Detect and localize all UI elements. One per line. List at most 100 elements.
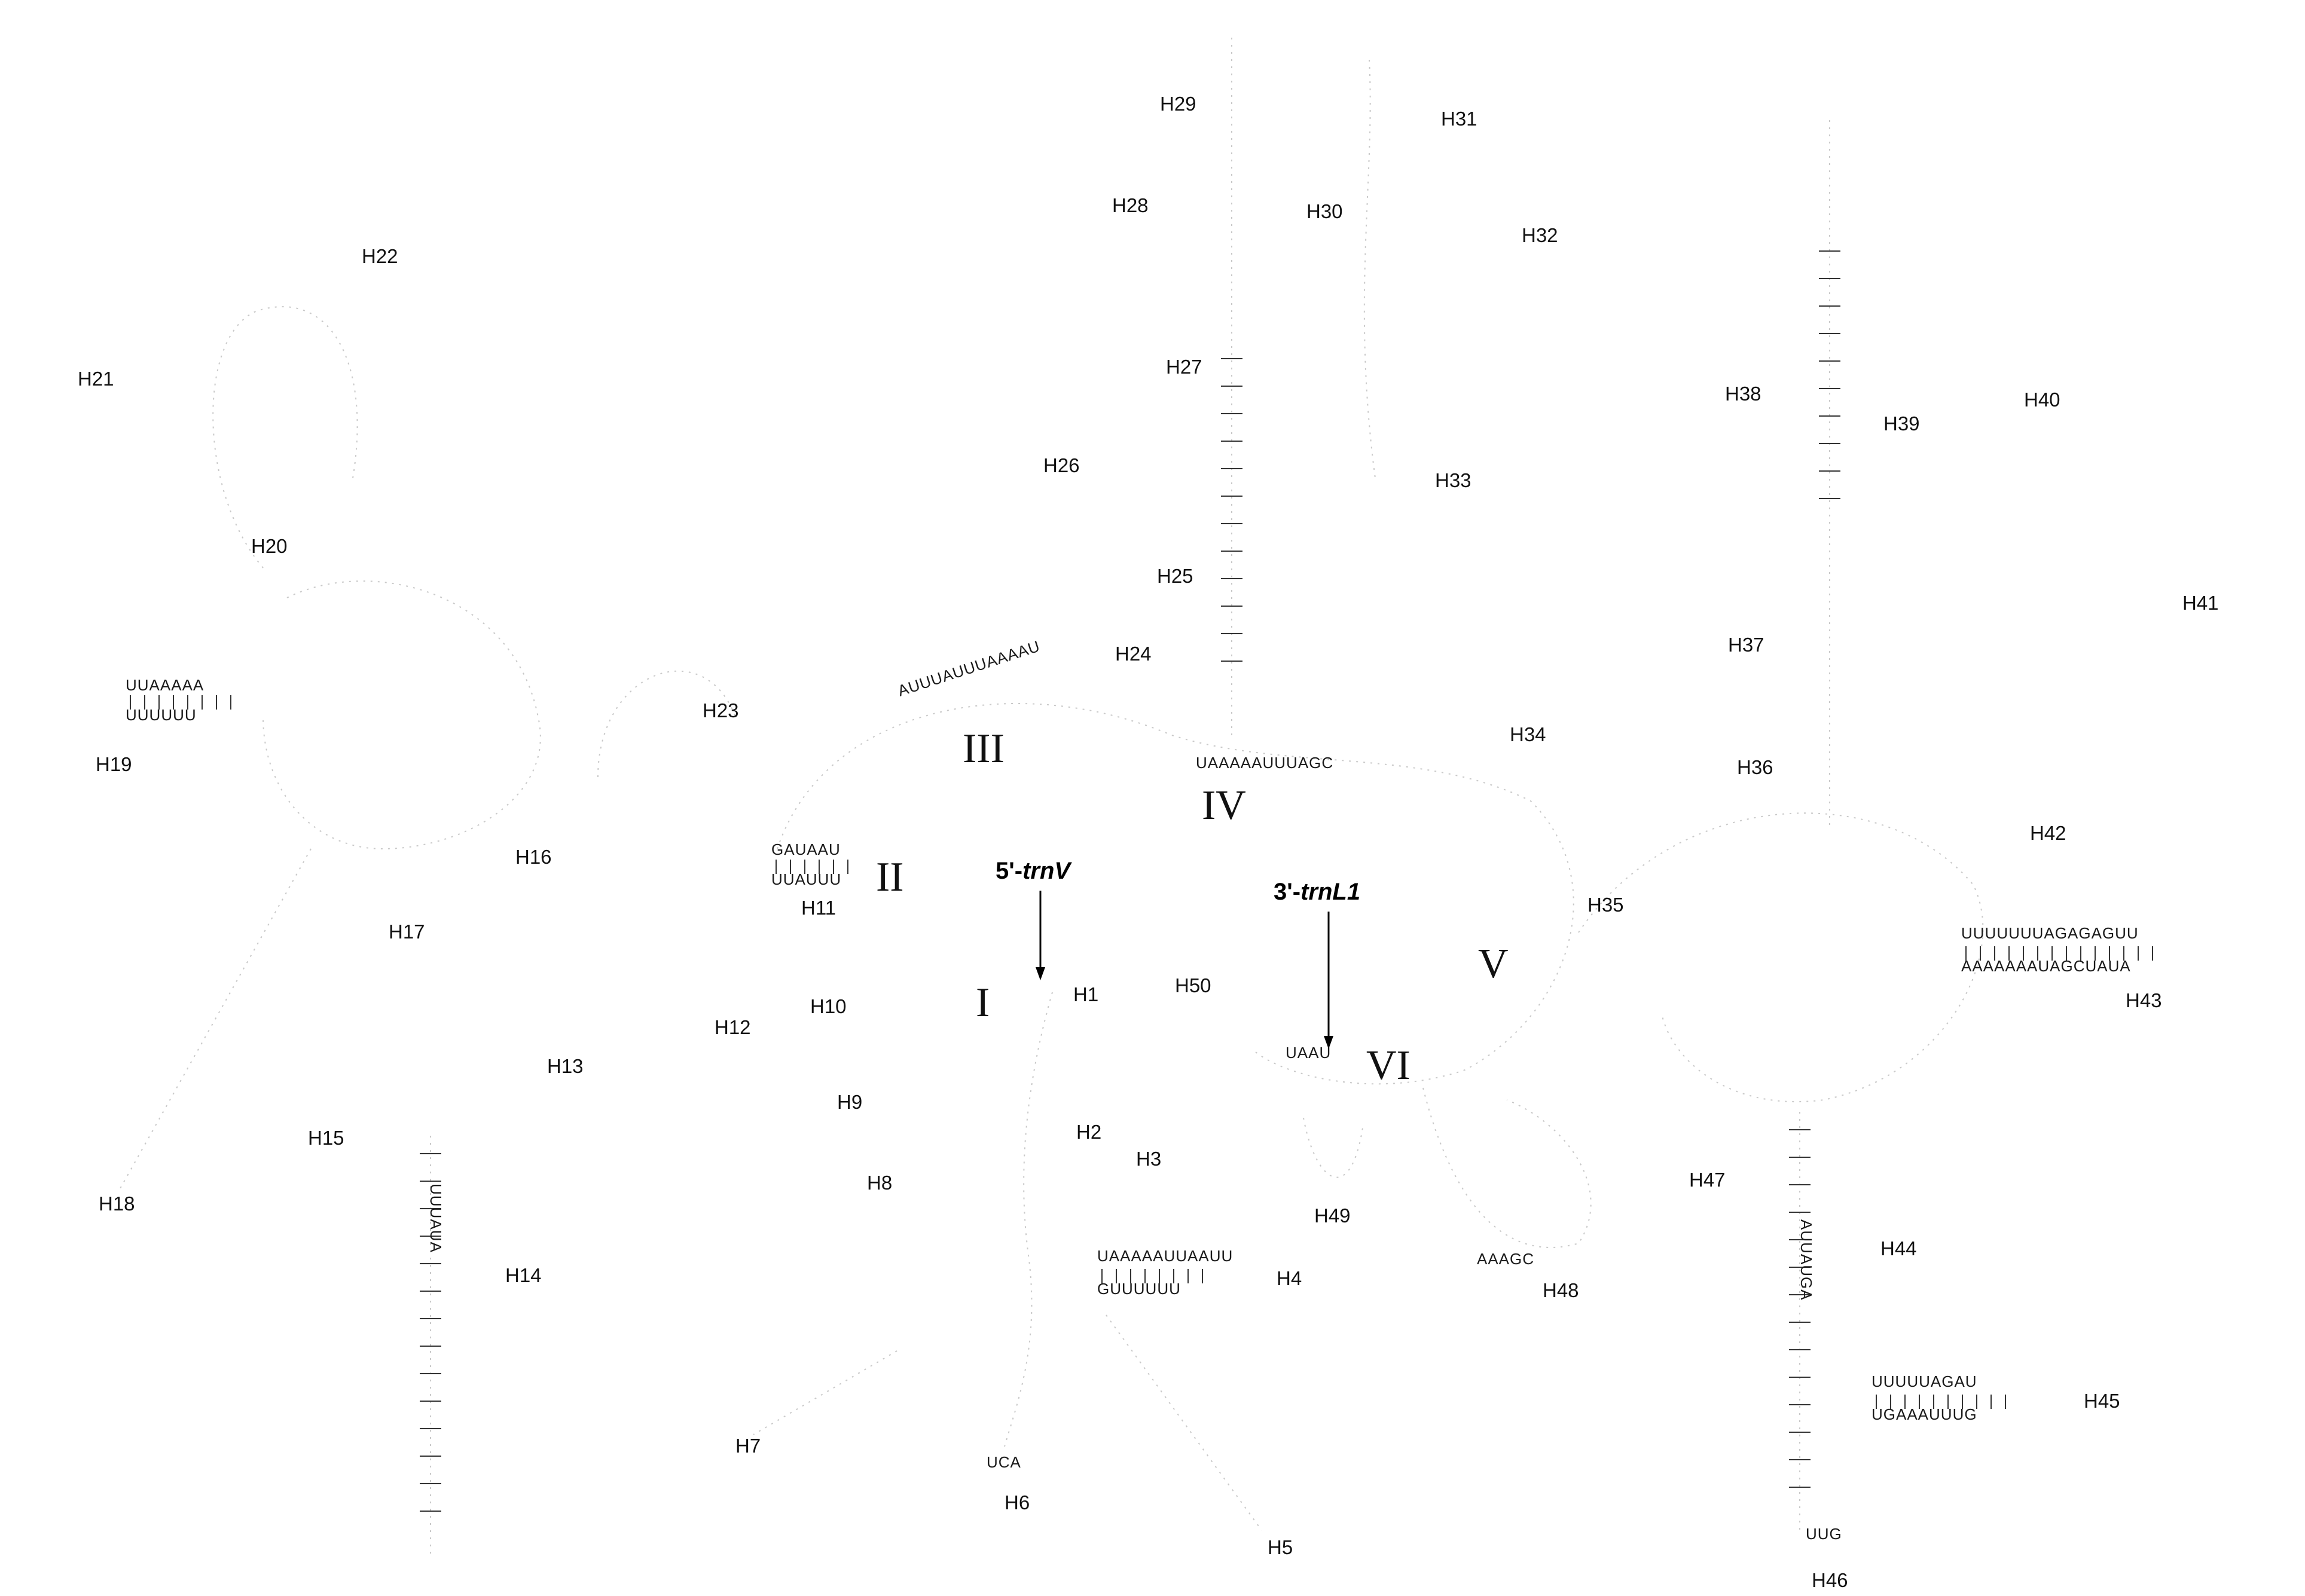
h19-bottom-seq: UUUUUU xyxy=(126,706,197,724)
helix-label-h6: H6 xyxy=(1005,1491,1030,1514)
helix-label-h50: H50 xyxy=(1175,974,1211,996)
helix-label-h44: H44 xyxy=(1880,1237,1917,1259)
sequence-annotations: AUUUAUUUAAAAU UAAAAAUUUAGC UUAAAAA UUUUU… xyxy=(126,637,2139,1543)
helix-label-h16: H16 xyxy=(515,846,552,868)
backbone-strand xyxy=(1578,812,1984,1103)
helix-label-h49: H49 xyxy=(1314,1204,1351,1227)
backbone-strand xyxy=(212,306,358,568)
helix-label-h8: H8 xyxy=(867,1172,892,1194)
helix-label-h41: H41 xyxy=(2182,592,2219,614)
helix-label-h22: H22 xyxy=(362,245,398,267)
helix-label-h10: H10 xyxy=(810,995,847,1017)
h4-bottom-seq: GUUUUUU xyxy=(1097,1280,1181,1298)
backbone-strand xyxy=(1303,1117,1364,1178)
helix-labels: H1 H2 H3 H4 H5 H6 H7 H8 H9 H10 H11 H12 H… xyxy=(78,93,2219,1591)
helix-label-h27: H27 xyxy=(1166,356,1202,378)
helix-label-h37: H37 xyxy=(1728,634,1764,656)
helix-label-h42: H42 xyxy=(2030,822,2066,844)
helix-label-h34: H34 xyxy=(1510,723,1546,745)
h11-bottom-seq: UUAUUU xyxy=(771,870,841,888)
arrow-3prime-head xyxy=(1324,1036,1333,1049)
helix-label-h3: H3 xyxy=(1136,1148,1161,1170)
helix-label-h9: H9 xyxy=(837,1091,862,1113)
h43-top-seq: UUUUUUUAGAGAGUU xyxy=(1961,924,2139,942)
helix-label-h23: H23 xyxy=(703,699,739,721)
gene-3prime-prefix: 3'- xyxy=(1274,879,1300,905)
domain-labels: III IV II I V VI xyxy=(876,726,1509,1089)
h14-stem-seq: UUUAUA xyxy=(427,1184,445,1253)
helix-label-h4: H4 xyxy=(1277,1267,1302,1289)
h4-top-seq: UAAAAAUUAAUU xyxy=(1097,1247,1233,1265)
helix-label-h19: H19 xyxy=(96,753,132,775)
helix-label-h30: H30 xyxy=(1306,200,1343,222)
backbone-strands xyxy=(119,36,1984,1554)
domain-iv-loop-seq: UAAAAAUUUAGC xyxy=(1196,754,1333,772)
h19-top-seq: UUAAAAA xyxy=(126,676,204,694)
helix-label-h7: H7 xyxy=(735,1435,761,1457)
gene-5prime-prefix: 5'- xyxy=(996,858,1022,884)
h48-loop-seq: AAAGC xyxy=(1477,1250,1534,1268)
h45-bottom-seq: UGAAAUUUG xyxy=(1872,1405,1977,1423)
gene-label-3prime: 3'-trnL1 xyxy=(1274,879,1360,905)
h44-stem-seq: AUUAUGA xyxy=(1797,1219,1815,1301)
gene-label-5prime: 5'-trnV xyxy=(996,858,1072,884)
helix-label-h20: H20 xyxy=(251,535,288,557)
helix-label-h18: H18 xyxy=(99,1193,135,1215)
domain-label-v: V xyxy=(1478,941,1509,987)
helix-label-h15: H15 xyxy=(308,1127,344,1149)
backbone-strand xyxy=(1363,59,1376,479)
h45-top-seq: UUUUUAGAU xyxy=(1872,1372,1977,1390)
h46-loop-seq: UUG xyxy=(1806,1525,1842,1543)
backbone-strand xyxy=(262,580,541,850)
helix-label-h39: H39 xyxy=(1883,412,1920,435)
helix-label-h24: H24 xyxy=(1115,643,1152,665)
domain-label-iii: III xyxy=(963,726,1005,772)
helix-label-h21: H21 xyxy=(78,368,114,390)
helix-label-h28: H28 xyxy=(1112,194,1149,216)
flanking-genes: 5'-trnV 3'-trnL1 xyxy=(996,858,1360,1049)
helix-label-h26: H26 xyxy=(1043,454,1080,476)
helix-label-h47: H47 xyxy=(1689,1169,1726,1191)
backbone-strand xyxy=(1004,992,1053,1447)
helix-label-h46: H46 xyxy=(1812,1569,1848,1591)
gene-5prime-name: trnV xyxy=(1022,858,1072,884)
backbone-strand xyxy=(597,670,736,778)
domain-label-vi: VI xyxy=(1366,1042,1411,1089)
helix-label-h5: H5 xyxy=(1268,1536,1293,1558)
domain-label-i: I xyxy=(976,980,990,1026)
helix-label-h33: H33 xyxy=(1435,469,1471,491)
helix-label-h43: H43 xyxy=(2126,989,2162,1011)
helix-label-h48: H48 xyxy=(1543,1279,1579,1301)
helix-label-h40: H40 xyxy=(2024,389,2060,411)
backbone-strand xyxy=(1422,1087,1592,1248)
backbone-strand xyxy=(119,848,312,1190)
domain-label-iv: IV xyxy=(1202,782,1246,828)
h11-top-seq: GAUAAU xyxy=(771,840,841,858)
base-pair-ladders xyxy=(130,250,2153,1512)
helix-label-h38: H38 xyxy=(1725,383,1761,405)
domain-iii-loop-seq: AUUUAUUUAAAAU xyxy=(896,637,1043,699)
h50-loop-seq: UAAU xyxy=(1286,1044,1331,1062)
h43-bottom-seq: AAAAAAAUAGCUAUA xyxy=(1961,957,2131,975)
helix-label-h36: H36 xyxy=(1737,756,1773,778)
helix-label-h25: H25 xyxy=(1157,565,1193,587)
helix-label-h14: H14 xyxy=(505,1264,542,1286)
h6-loop-seq: UCA xyxy=(987,1453,1021,1471)
backbone-strand xyxy=(1106,1314,1262,1531)
helix-label-h2: H2 xyxy=(1076,1121,1101,1143)
helix-label-h11: H11 xyxy=(801,897,836,919)
gene-3prime-name: trnL1 xyxy=(1300,879,1360,905)
helix-label-h12: H12 xyxy=(715,1016,751,1038)
helix-label-h17: H17 xyxy=(389,921,425,943)
arrow-5prime-head xyxy=(1036,967,1045,980)
helix-label-h35: H35 xyxy=(1587,894,1624,916)
domain-label-ii: II xyxy=(876,854,904,900)
helix-label-h29: H29 xyxy=(1160,93,1196,115)
helix-label-h45: H45 xyxy=(2084,1390,2120,1412)
helix-label-h31: H31 xyxy=(1441,108,1477,130)
helix-label-h1: H1 xyxy=(1073,983,1098,1005)
helix-label-h13: H13 xyxy=(547,1055,584,1077)
backbone-strand xyxy=(753,1350,897,1435)
